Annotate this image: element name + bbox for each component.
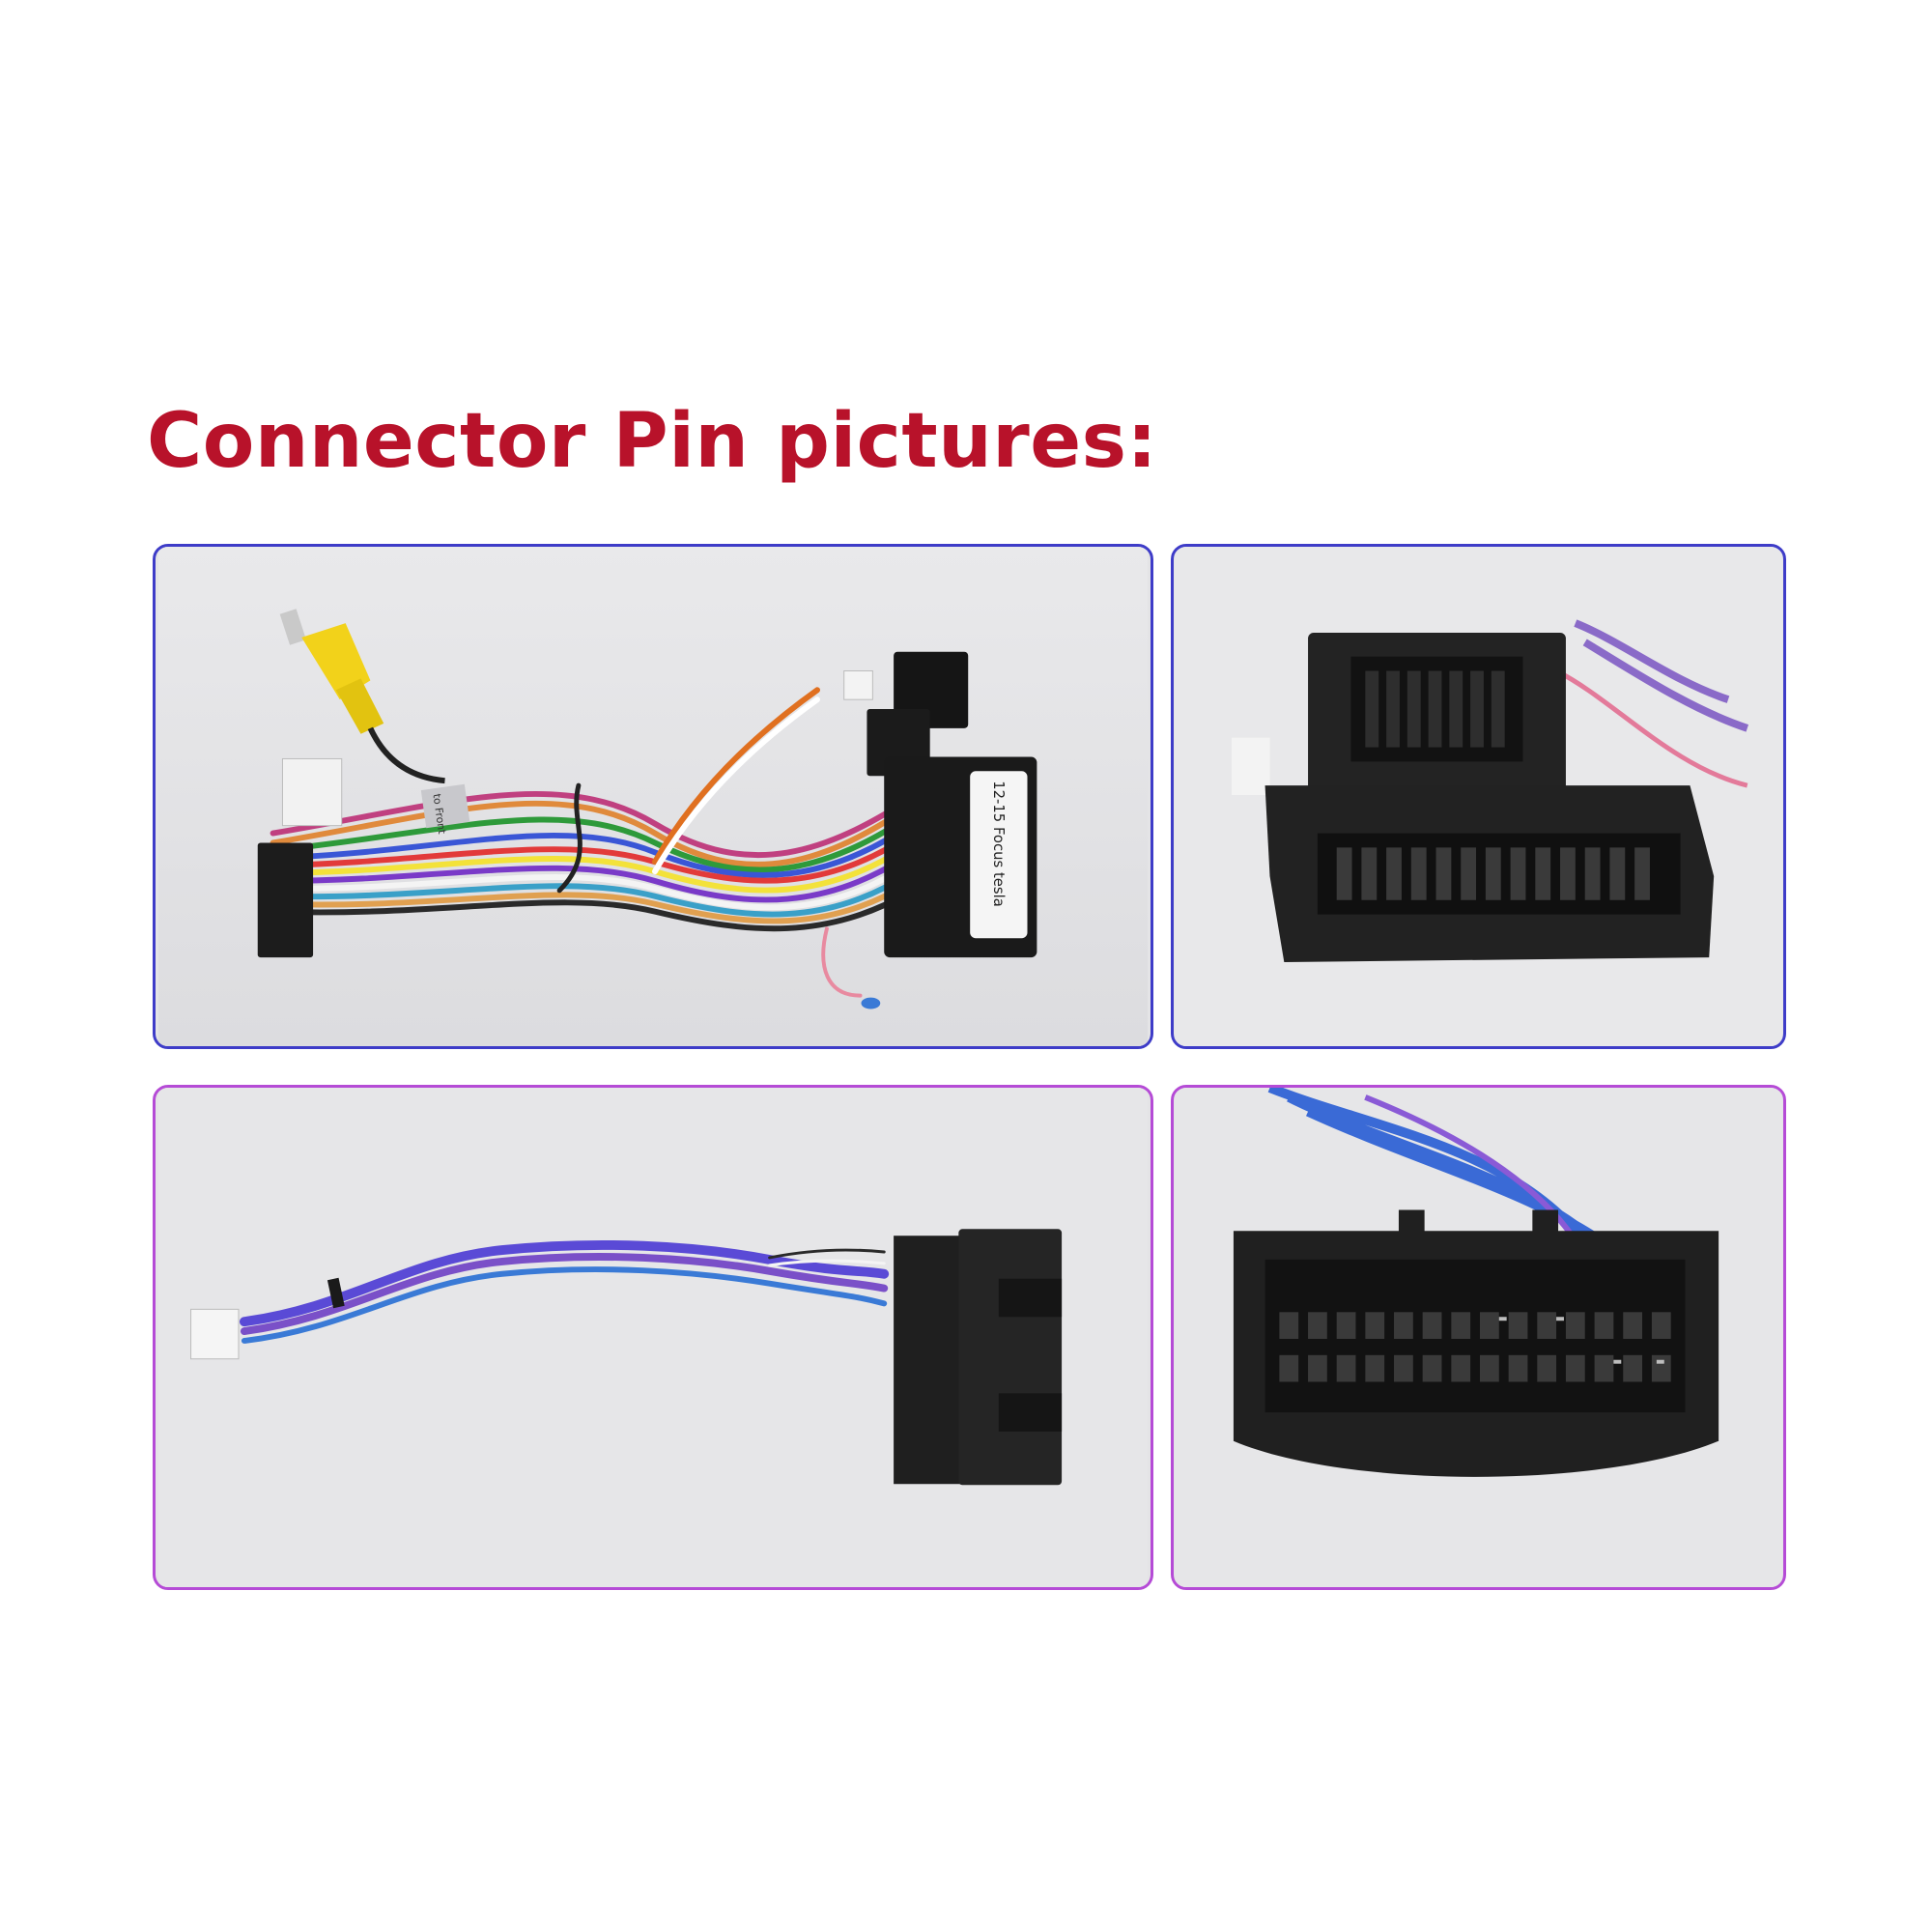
top-black-connector bbox=[894, 651, 969, 728]
lower-connector bbox=[1264, 785, 1715, 963]
left-white-connector bbox=[281, 757, 343, 827]
upper-connector bbox=[1308, 632, 1566, 800]
wire-bundle bbox=[270, 687, 916, 998]
white-connector bbox=[190, 1308, 240, 1360]
main-black-module: 12-15 Focus tesla bbox=[884, 756, 1037, 958]
purple-wires bbox=[239, 1239, 890, 1344]
black-connector bbox=[894, 1229, 1063, 1486]
secondary-harness-illustration bbox=[157, 1088, 1149, 1587]
rca-plug bbox=[279, 609, 445, 784]
photo-secondary-connector-closeup bbox=[1171, 1085, 1786, 1590]
left-black-connector bbox=[257, 842, 314, 958]
top-white-connector bbox=[843, 670, 873, 700]
photo-main-harness: 12-15 Focus tesla to Front bbox=[153, 544, 1153, 1049]
secondary-connector-illustration bbox=[1174, 1088, 1783, 1587]
main-connector-illustration bbox=[1174, 547, 1783, 1046]
main-harness-illustration: 12-15 Focus tesla to Front bbox=[157, 547, 1149, 1046]
wire-tag: to Front bbox=[430, 793, 448, 835]
page-title: Connector Pin pictures: bbox=[147, 398, 1158, 485]
connector-face bbox=[1233, 1209, 1719, 1477]
photo-main-connector-closeup bbox=[1171, 544, 1786, 1049]
module-label: 12-15 Focus tesla bbox=[990, 781, 1007, 907]
photo-secondary-harness bbox=[153, 1085, 1153, 1590]
